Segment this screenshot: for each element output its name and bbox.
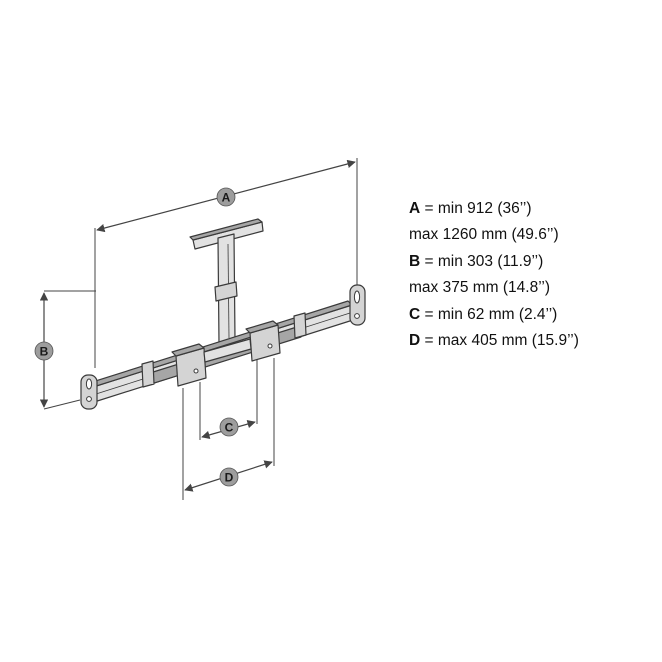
- badge-a-circle: [216, 187, 236, 207]
- spec-line-a-min: A = min 912 (36’’): [409, 196, 579, 222]
- handle-crossbar-top: [189, 218, 263, 241]
- bracket-connector: [203, 338, 252, 363]
- spec-text: max 1260 mm (49.6’’): [409, 226, 559, 244]
- center-bracket-left-hole: [193, 368, 199, 374]
- left-end-plate-body: [80, 374, 98, 410]
- badge-b-letter: B: [40, 345, 49, 359]
- badge-c: C: [219, 417, 239, 437]
- center-bracket-left: [171, 343, 207, 387]
- badge-b: B: [34, 341, 54, 361]
- badge-a-letter: A: [222, 191, 231, 205]
- left-end-plate-hole: [86, 396, 92, 402]
- center-bracket-right-hole: [267, 343, 273, 349]
- spec-text: = min 62 mm (2.4’’): [420, 305, 558, 323]
- spec-key: D: [409, 331, 421, 349]
- rack-assembly: [80, 218, 366, 410]
- spec-text: max 375 mm (14.8’’): [409, 279, 550, 297]
- badge-c-circle: [219, 417, 239, 437]
- center-bracket-left-top: [171, 343, 205, 357]
- right-end-plate-hole: [354, 313, 360, 319]
- right-end-plate-slot: [353, 290, 361, 304]
- badge-a: A: [216, 187, 236, 207]
- spec-line-a-max: max 1260 mm (49.6’’): [409, 222, 579, 248]
- left-end-plate-slot: [85, 378, 93, 390]
- spec-key: B: [409, 252, 421, 270]
- badge-d-letter: D: [225, 471, 234, 485]
- spec-line-d-max: D = max 405 mm (15.9’’): [409, 328, 579, 354]
- center-bracket-right: [245, 320, 281, 362]
- dimension-spec-list: A = min 912 (36’’) max 1260 mm (49.6’’) …: [409, 196, 579, 354]
- right-end-plate: [349, 284, 366, 326]
- spec-line-c-min: C = min 62 mm (2.4’’): [409, 302, 579, 328]
- left-end-plate: [80, 374, 98, 410]
- clip-right: [293, 312, 307, 339]
- dimension-b-extension-bottom: [43, 399, 81, 410]
- badge-d-circle: [219, 467, 239, 487]
- badge-c-letter: C: [225, 421, 234, 435]
- spec-text: = min 303 (11.9’’): [420, 252, 544, 270]
- spec-key: A: [409, 200, 421, 217]
- badge-b-circle: [34, 341, 54, 361]
- spec-text: = min 912 (36’’): [420, 200, 532, 217]
- spec-line-b-min: B = min 303 (11.9’’): [409, 249, 579, 275]
- badge-d: D: [219, 467, 239, 487]
- spec-key: C: [409, 305, 421, 323]
- spec-text: = max 405 mm (15.9’’): [420, 331, 579, 349]
- spec-line-b-max: max 375 mm (14.8’’): [409, 275, 579, 301]
- clip-left: [141, 360, 155, 388]
- post-collar: [214, 281, 238, 302]
- center-bracket-right-top: [245, 320, 279, 334]
- right-end-plate-body: [349, 284, 366, 326]
